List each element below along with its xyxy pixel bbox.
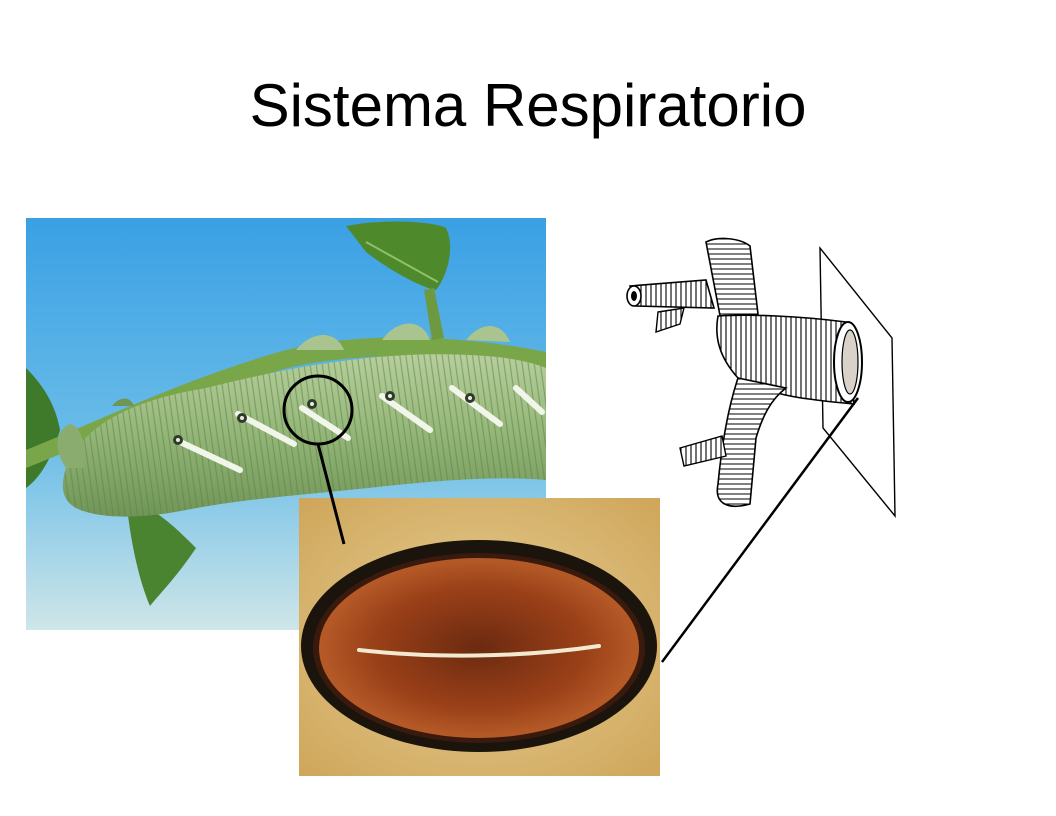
tracheae-drawing	[626, 237, 896, 519]
slide-title: Sistema Respiratorio	[249, 72, 807, 139]
caterpillar-photo	[26, 218, 546, 630]
spiracle-micrograph	[299, 498, 660, 776]
